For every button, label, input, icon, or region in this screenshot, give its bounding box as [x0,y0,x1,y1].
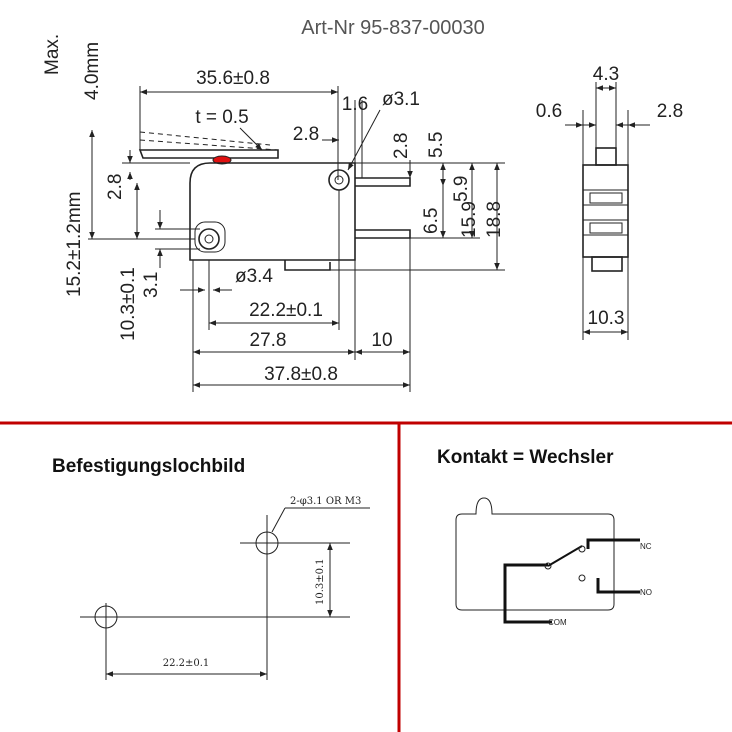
svg-text:5.9: 5.9 [451,176,472,202]
com-label: COM [548,618,567,627]
svg-text:2-φ3.1 OR M3: 2-φ3.1 OR M3 [290,496,361,507]
no-label: NO [640,588,652,597]
svg-text:37.8±0.8: 37.8±0.8 [264,364,338,385]
svg-text:18.8: 18.8 [484,201,505,238]
actuator-button [212,155,232,165]
hole-pattern-title: Befestigungslochbild [52,456,245,477]
svg-text:6.5: 6.5 [421,208,442,234]
svg-text:10.3: 10.3 [588,308,625,329]
svg-text:ø3.4: ø3.4 [235,266,273,287]
svg-text:35.6±0.8: 35.6±0.8 [196,68,270,89]
svg-text:3.1: 3.1 [141,272,162,298]
svg-text:2.8: 2.8 [105,174,126,200]
svg-text:5.5: 5.5 [426,132,447,158]
dimension-lines [88,86,505,392]
svg-text:1.6: 1.6 [342,94,368,115]
svg-text:2.8: 2.8 [391,133,412,159]
svg-text:27.8: 27.8 [250,330,287,351]
article-number: Art-Nr 95-837-00030 [301,17,484,39]
svg-text:2.8: 2.8 [657,101,683,122]
svg-text:t = 0.5: t = 0.5 [195,107,248,128]
svg-text:4.3: 4.3 [593,64,619,85]
svg-text:Max.: Max. [42,34,63,75]
svg-text:0.6: 0.6 [536,101,562,122]
nc-label: NC [640,542,652,551]
dimension-labels: Max. 4.0mm 35.6±0.8 t = 0.5 1.6 ø3.1 2.8… [42,34,505,385]
svg-text:15.9: 15.9 [459,201,480,238]
svg-text:22.2±0.1: 22.2±0.1 [163,658,210,669]
svg-text:2.8: 2.8 [293,124,319,145]
svg-text:10.3±0.1: 10.3±0.1 [315,558,326,605]
contact-panel: Kontakt = Wechsler NC NO COM [437,447,652,627]
svg-text:15.2±1.2mm: 15.2±1.2mm [64,192,85,297]
svg-text:10.3±0.1: 10.3±0.1 [118,267,139,341]
svg-text:22.2±0.1: 22.2±0.1 [249,300,323,321]
switch-side-view: 4.3 0.6 2.8 10.3 [536,64,683,340]
svg-text:ø3.1: ø3.1 [382,89,420,110]
svg-text:4.0mm: 4.0mm [82,42,103,100]
contact-title: Kontakt = Wechsler [437,447,614,468]
svg-text:10: 10 [371,330,392,351]
hole-pattern-panel: Befestigungslochbild 2-φ3.1 OR M3 10.3±0… [52,456,370,680]
